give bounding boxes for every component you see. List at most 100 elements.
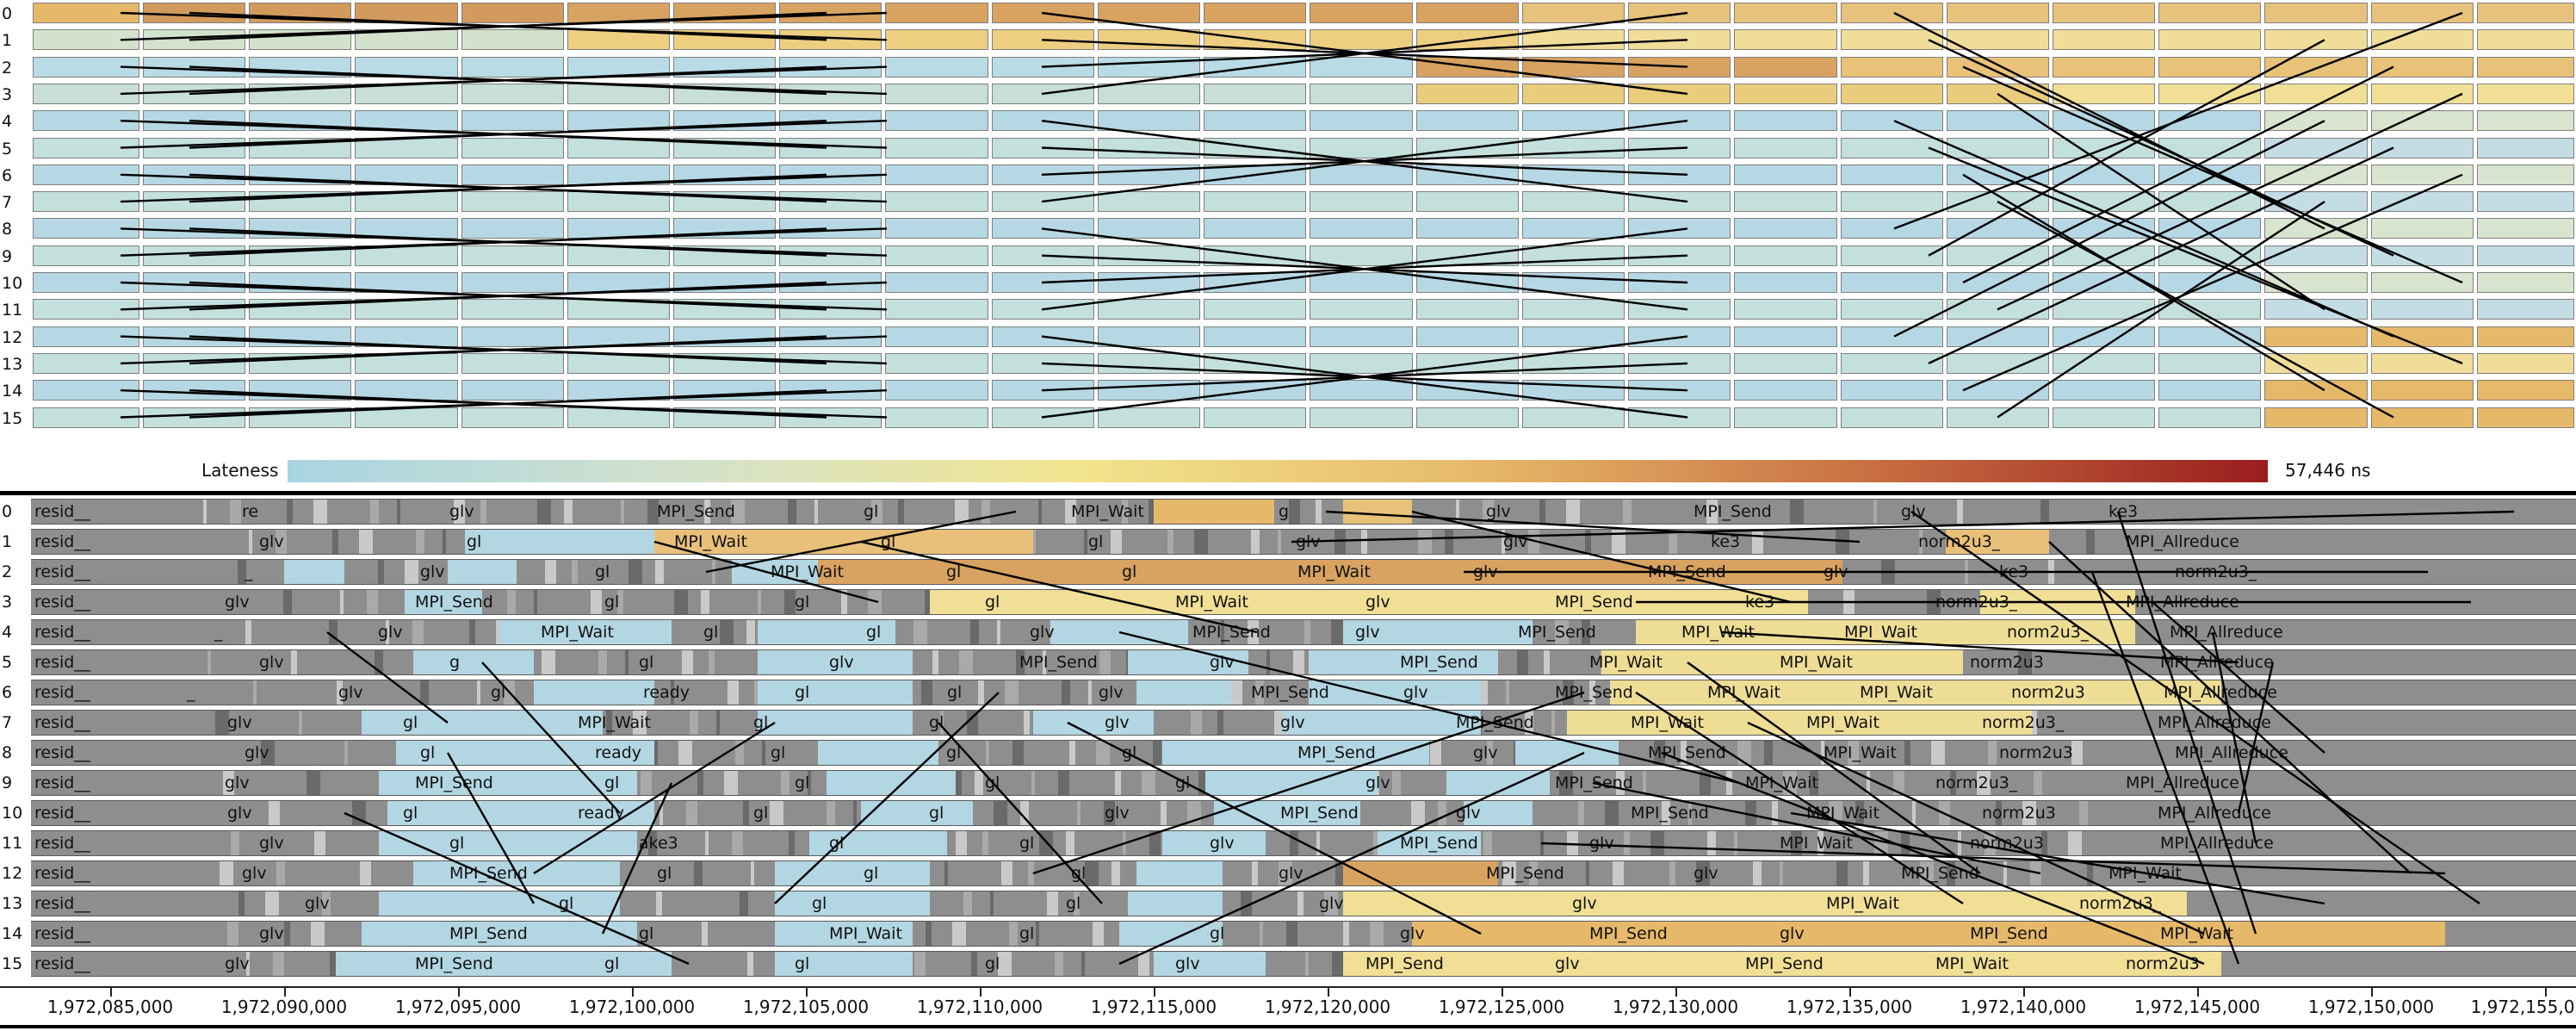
logical-event-cell[interactable]	[1416, 352, 1519, 374]
logical-event-cell[interactable]	[1522, 83, 1625, 104]
logical-event-cell[interactable]	[143, 29, 245, 51]
function-stripe[interactable]	[367, 590, 378, 614]
function-stripe[interactable]	[1111, 530, 1122, 554]
logical-event-cell[interactable]	[1841, 218, 1943, 239]
function-stripe[interactable]	[1016, 650, 1025, 674]
logical-event-cell[interactable]	[673, 56, 776, 78]
lateness-block[interactable]	[775, 861, 930, 885]
lateness-block[interactable]	[1136, 861, 1223, 885]
logical-event-cell[interactable]	[1204, 380, 1306, 401]
lateness-block[interactable]	[861, 801, 973, 825]
logical-event-cell[interactable]	[143, 299, 245, 320]
logical-event-cell[interactable]	[1522, 29, 1625, 51]
function-stripe[interactable]	[397, 500, 400, 524]
logical-event-cell[interactable]	[1841, 56, 1943, 78]
function-stripe[interactable]	[1438, 801, 1446, 825]
logical-event-cell[interactable]	[1947, 29, 2049, 51]
logical-event-cell[interactable]	[143, 3, 245, 23]
logical-event-cell[interactable]	[1734, 380, 1837, 401]
logical-event-cell[interactable]	[461, 110, 564, 132]
logical-event-cell[interactable]	[2053, 272, 2155, 293]
logical-event-cell[interactable]	[1204, 299, 1306, 320]
logical-event-cell[interactable]	[33, 29, 139, 51]
logical-event-cell[interactable]	[461, 191, 564, 213]
function-stripe[interactable]	[655, 560, 664, 584]
function-stripe[interactable]	[1613, 861, 1624, 885]
logical-event-cell[interactable]	[1416, 245, 1519, 266]
logical-event-cell[interactable]	[1947, 83, 2049, 104]
logical-event-cell[interactable]	[461, 29, 564, 51]
logical-event-cell[interactable]	[1947, 3, 2049, 23]
logical-event-cell[interactable]	[567, 380, 670, 401]
logical-event-cell[interactable]	[2158, 56, 2261, 78]
logical-event-cell[interactable]	[992, 326, 1094, 347]
function-stripe[interactable]	[1028, 861, 1034, 885]
logical-event-cell[interactable]	[2158, 299, 2261, 320]
function-stripe[interactable]	[265, 891, 279, 916]
function-stripe[interactable]	[678, 741, 692, 765]
function-stripe[interactable]	[932, 650, 938, 674]
logical-event-cell[interactable]	[992, 245, 1094, 266]
logical-event-cell[interactable]	[1522, 272, 1625, 293]
function-stripe[interactable]	[716, 711, 720, 735]
function-stripe[interactable]	[284, 922, 290, 946]
lateness-block[interactable]	[1515, 741, 1619, 765]
function-stripe[interactable]	[359, 530, 373, 554]
logical-event-cell[interactable]	[992, 191, 1094, 213]
logical-event-cell[interactable]	[567, 191, 670, 213]
function-stripe[interactable]	[1901, 831, 1910, 855]
function-stripe[interactable]	[1874, 831, 1888, 855]
function-stripe[interactable]	[1252, 861, 1258, 885]
logical-event-cell[interactable]	[1204, 137, 1306, 158]
logical-event-cell[interactable]	[1416, 218, 1519, 239]
function-stripe[interactable]	[299, 711, 302, 735]
logical-event-cell[interactable]	[355, 83, 458, 104]
logical-event-cell[interactable]	[355, 191, 458, 213]
logical-event-cell[interactable]	[1522, 326, 1625, 347]
function-stripe[interactable]	[1039, 831, 1053, 855]
logical-event-cell[interactable]	[1628, 164, 1731, 185]
function-stripe[interactable]	[246, 952, 250, 976]
logical-event-cell[interactable]	[2477, 29, 2574, 51]
logical-event-cell[interactable]	[1098, 218, 1200, 239]
logical-event-cell[interactable]	[143, 110, 245, 132]
function-stripe[interactable]	[1138, 952, 1149, 976]
logical-event-cell[interactable]	[1628, 272, 1731, 293]
logical-event-cell[interactable]	[1628, 326, 1731, 347]
logical-event-cell[interactable]	[2264, 164, 2368, 185]
logical-event-cell[interactable]	[1947, 110, 2049, 132]
lateness-block[interactable]	[758, 711, 913, 735]
logical-event-cell[interactable]	[2158, 326, 2261, 347]
function-stripe[interactable]	[2087, 861, 2093, 885]
logical-event-cell[interactable]	[2264, 191, 2368, 213]
function-stripe[interactable]	[245, 620, 251, 644]
lateness-block[interactable]	[1343, 500, 1412, 524]
lateness-block[interactable]	[1291, 560, 1842, 584]
logical-event-cell[interactable]	[1416, 326, 1519, 347]
logical-event-cell[interactable]	[992, 29, 1094, 51]
logical-event-cell[interactable]	[2477, 137, 2574, 158]
function-stripe[interactable]	[955, 500, 969, 524]
function-stripe[interactable]	[1343, 922, 1349, 946]
function-stripe[interactable]	[1643, 771, 1646, 795]
logical-event-cell[interactable]	[1841, 164, 1943, 185]
function-stripe[interactable]	[789, 831, 795, 855]
function-stripe[interactable]	[712, 560, 715, 584]
logical-event-cell[interactable]	[355, 56, 458, 78]
logical-event-cell[interactable]	[779, 218, 882, 239]
function-stripe[interactable]	[1031, 771, 1035, 795]
function-stripe[interactable]	[1624, 831, 1630, 855]
logical-event-cell[interactable]	[992, 137, 1094, 158]
logical-event-cell[interactable]	[1416, 164, 1519, 185]
logical-event-cell[interactable]	[2158, 352, 2261, 374]
logical-event-cell[interactable]	[885, 352, 988, 374]
function-stripe[interactable]	[443, 530, 446, 554]
function-stripe[interactable]	[1077, 801, 1081, 825]
logical-event-cell[interactable]	[567, 137, 670, 158]
logical-event-cell[interactable]	[1841, 380, 1943, 401]
function-stripe[interactable]	[1058, 771, 1069, 795]
function-stripe[interactable]	[375, 650, 383, 674]
logical-event-cell[interactable]	[1204, 191, 1306, 213]
logical-event-cell[interactable]	[249, 83, 351, 104]
lateness-block[interactable]	[1283, 711, 1481, 735]
